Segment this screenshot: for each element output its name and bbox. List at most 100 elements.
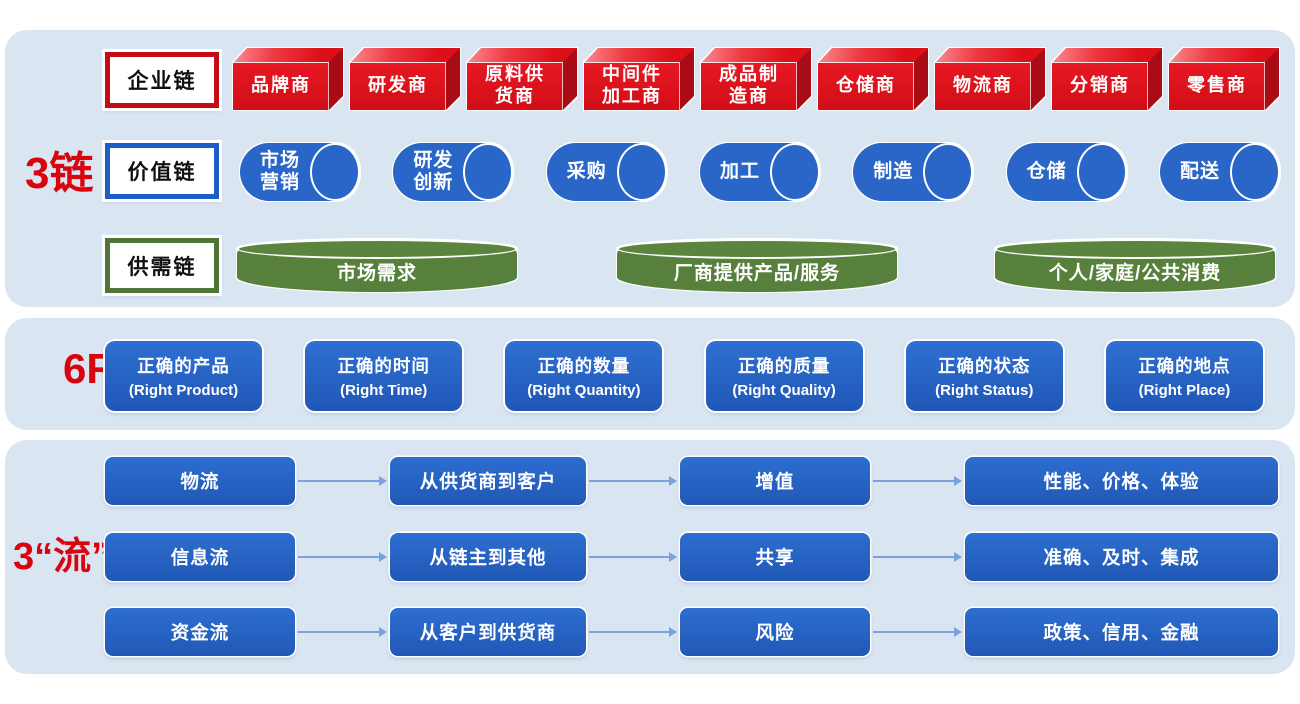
enterprise-box-raw-material: 原料供 货商 — [467, 48, 577, 110]
six-r-en-label: (Right Quantity) — [527, 382, 641, 399]
flow-cell: 共享 — [680, 533, 870, 581]
enterprise-box-label: 中间件 加工商 — [602, 64, 662, 106]
value-cylinder-label: 仓储 — [1026, 161, 1067, 183]
enterprise-chain-tag-label: 企业链 — [127, 70, 197, 93]
box-front-face — [1169, 62, 1265, 110]
cylinder-end-cap — [1076, 143, 1127, 201]
value-cylinder-label: 配送 — [1179, 161, 1220, 183]
arrow-line — [873, 556, 955, 558]
enterprise-box-manufacturer: 成品制 造商 — [701, 48, 811, 110]
value-cylinder-marketing: 市场 营销 — [240, 143, 360, 201]
flow-cell: 从客户到供货商 — [390, 608, 586, 656]
box-side-face — [797, 48, 811, 110]
box-front-face — [467, 62, 563, 110]
flow-cell: 风险 — [680, 608, 870, 656]
cylinder-end-cap — [769, 143, 820, 201]
value-chain-tag: 价值链 — [105, 143, 219, 199]
arrow-line — [298, 480, 380, 482]
disk-top-ellipse — [237, 239, 517, 259]
right-arrow-icon — [873, 627, 962, 637]
enterprise-box-label: 研发商 — [368, 75, 428, 96]
box-side-face — [1265, 48, 1279, 110]
six-r-box-quantity: 正确的数量 (Right Quantity) — [505, 341, 663, 411]
enterprise-box-label: 品牌商 — [251, 75, 311, 96]
enterprise-chain-row: 品牌商 研发商 原料供 货商 中间件 加工商 成品制 造商 仓储商 物流商 分销… — [233, 48, 1279, 110]
value-cylinder-warehousing: 仓储 — [1006, 143, 1127, 201]
box-side-face — [680, 48, 694, 110]
box-front-face — [935, 62, 1031, 110]
arrow-line — [589, 631, 670, 633]
enterprise-box-intermediate: 中间件 加工商 — [584, 48, 694, 110]
panel-six-r: 6R 正确的产品(Right Product) 正确的时间(Right Time… — [5, 318, 1295, 430]
panel-three-chains: 3链 企业链 品牌商 研发商 原料供 货商 中间件 加工商 成品制 造商 仓储商… — [5, 30, 1295, 307]
supply-demand-chain-tag: 供需链 — [105, 238, 219, 293]
enterprise-box-logistics: 物流商 — [935, 48, 1045, 110]
enterprise-box-warehouse: 仓储商 — [818, 48, 928, 110]
supply-disk-label: 市场需求 — [336, 263, 417, 284]
supply-disk-consumption: 个人/家庭/公共消费 — [995, 239, 1275, 292]
right-arrow-icon — [589, 552, 677, 562]
value-cylinder-delivery: 配送 — [1159, 143, 1280, 201]
cylinder-end-cap — [923, 143, 974, 201]
right-arrow-icon — [873, 476, 962, 486]
enterprise-box-label: 成品制 造商 — [719, 64, 779, 106]
supply-disk-label: 厂商提供产品/服务 — [673, 263, 841, 284]
box-top-face — [233, 48, 343, 63]
enterprise-box-label: 物流商 — [953, 75, 1013, 96]
flow-cell: 增值 — [680, 457, 870, 505]
flow-row-logistics: 物流 从供货商到客户 增值 性能、价格、体验 — [5, 457, 1295, 505]
arrow-line — [873, 480, 955, 482]
six-r-zh-label: 正确的数量 — [537, 356, 631, 376]
flow-cell: 物流 — [105, 457, 295, 505]
disk-top-ellipse — [617, 239, 897, 259]
six-r-zh-label: 正确的产品 — [137, 356, 230, 376]
six-r-en-label: (Right Place) — [1138, 382, 1231, 399]
arrow-line — [298, 631, 380, 633]
enterprise-box-rnd: 研发商 — [350, 48, 460, 110]
enterprise-box-label: 分销商 — [1070, 75, 1130, 96]
right-arrow-icon — [298, 627, 387, 637]
box-top-face — [1052, 48, 1162, 63]
supply-disk-market-demand: 市场需求 — [237, 239, 517, 292]
enterprise-box-label: 原料供 货商 — [485, 64, 545, 106]
value-cylinder-label: 制造 — [873, 161, 914, 183]
flow-cell: 政策、信用、金融 — [965, 608, 1278, 656]
flow-row-information: 信息流 从链主到其他 共享 准确、及时、集成 — [5, 533, 1295, 581]
supply-disk-label: 个人/家庭/公共消费 — [1048, 263, 1222, 284]
right-arrow-icon — [873, 552, 962, 562]
value-cylinder-procurement: 采购 — [546, 143, 667, 201]
box-top-face — [467, 48, 577, 63]
six-r-zh-label: 正确的时间 — [337, 356, 430, 376]
box-side-face — [1148, 48, 1162, 110]
six-r-en-label: (Right Time) — [340, 382, 428, 399]
enterprise-box-distributor: 分销商 — [1052, 48, 1162, 110]
six-r-box-quality: 正确的质量(Right Quality) — [705, 341, 863, 411]
box-side-face — [914, 48, 928, 110]
box-front-face — [818, 62, 914, 110]
cylinder-end-cap — [1229, 143, 1280, 201]
box-front-face — [233, 62, 329, 110]
disk-top-ellipse — [995, 239, 1275, 259]
cylinder-end-cap — [310, 143, 360, 201]
value-cylinder-innovation: 研发 创新 — [393, 143, 514, 201]
right-arrow-icon — [298, 552, 387, 562]
box-front-face — [584, 62, 680, 110]
value-cylinder-label: 研发 创新 — [413, 150, 454, 193]
enterprise-box-label: 仓储商 — [836, 75, 896, 96]
enterprise-chain-tag: 企业链 — [105, 52, 219, 108]
box-side-face — [563, 48, 577, 110]
box-top-face — [584, 48, 694, 63]
box-top-face — [818, 48, 928, 63]
value-cylinder-label: 采购 — [566, 161, 607, 183]
panel-three-flows: 3“流” 物流 从供货商到客户 增值 性能、价格、体验 信息流 从链主到其他 共… — [5, 440, 1295, 674]
box-front-face — [350, 62, 446, 110]
box-side-face — [446, 48, 460, 110]
box-front-face — [701, 62, 797, 110]
three-chains-title: 3链 — [25, 149, 94, 198]
box-top-face — [1169, 48, 1279, 63]
supply-disk-products-services: 厂商提供产品/服务 — [617, 239, 897, 292]
arrow-line — [298, 556, 380, 558]
box-side-face — [329, 48, 343, 110]
supply-demand-chain-tag-label: 供需链 — [127, 255, 197, 279]
